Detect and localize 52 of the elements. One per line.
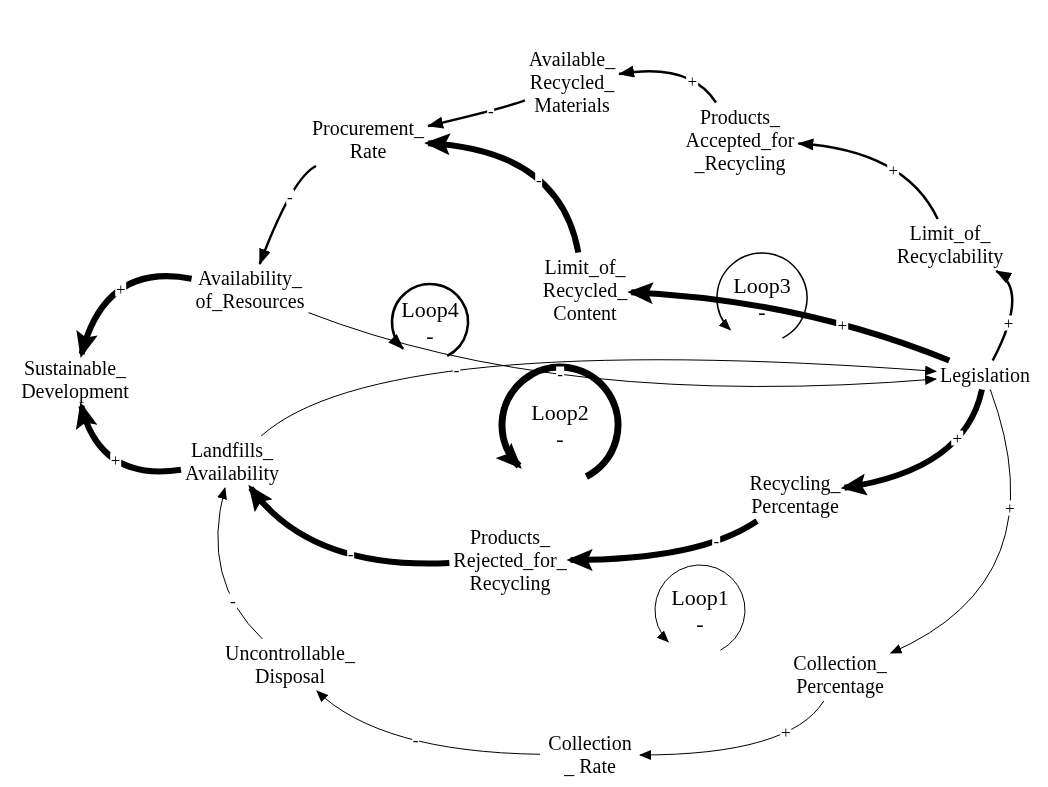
polarity-sign: - — [535, 172, 543, 188]
polarity-sign: + — [887, 162, 900, 178]
variable-label: Collection _ Rate — [544, 732, 636, 778]
polarity-sign: - — [286, 189, 294, 204]
causal-arrow — [427, 99, 526, 129]
causal-arrow — [566, 518, 759, 571]
polarity-sign: + — [115, 281, 127, 297]
causal-arrow — [889, 389, 1011, 654]
variable-label: Landfills_ Availability — [185, 439, 279, 485]
variable-label: Products_ Accepted_for _Recycling — [685, 105, 795, 175]
causal-arrow — [77, 273, 192, 358]
polarity-sign: + — [686, 73, 699, 89]
polarity-sign: + — [836, 317, 849, 333]
variable-label: Availability_ of_Resources — [195, 267, 305, 313]
causal-arrow — [639, 700, 825, 760]
variable-label: Limit_of_ Recyclability — [896, 222, 1004, 268]
polarity-sign: + — [951, 430, 964, 446]
causal-arrow — [627, 282, 951, 364]
variable-label: Procurement_ Rate — [311, 117, 425, 163]
variable-label: Limit_of_ Recycled_ Content — [542, 255, 628, 325]
variable-label: Products_ Rejected_for_ Recycling — [453, 525, 567, 595]
loop-polarity: - — [696, 612, 704, 636]
loop-polarity: - — [556, 427, 564, 451]
causal-arrow — [424, 134, 582, 254]
causal-arrow — [307, 312, 937, 387]
causal-arrow — [840, 388, 985, 495]
loop-label: Loop3 — [733, 274, 791, 298]
loop-polarity: - — [758, 300, 766, 324]
variable-label: Uncontrollable_ Disposal — [225, 642, 355, 688]
causal-arrow — [217, 487, 263, 640]
causal-arrow — [77, 402, 182, 475]
loop-label: Loop2 — [531, 401, 589, 425]
polarity-sign: + — [1002, 315, 1015, 331]
variable-label: Available_ Recycled_ Materials — [528, 47, 616, 117]
variable-label: Recycling_ Percentage — [749, 472, 841, 518]
variable-label: Sustainable_ Development — [21, 357, 129, 403]
loop-label: Loop4 — [401, 298, 459, 322]
causal-arrow — [260, 359, 937, 437]
variable-label: Legislation — [940, 363, 1030, 387]
loop-polarity: - — [426, 324, 434, 348]
polarity-sign: - — [229, 593, 237, 609]
polarity-sign: - — [712, 533, 721, 549]
variable-label: Collection_ Percentage — [793, 652, 887, 698]
causal-arrow — [258, 164, 317, 265]
causal-arrow — [991, 269, 1014, 362]
causal-arrow — [316, 690, 541, 755]
polarity-sign: + — [1004, 500, 1016, 516]
loop-label: Loop1 — [671, 586, 729, 610]
causal-arrow — [797, 138, 939, 220]
polarity-sign: + — [109, 452, 122, 468]
causal-arrow — [248, 484, 450, 567]
causal-arrow — [618, 65, 717, 104]
